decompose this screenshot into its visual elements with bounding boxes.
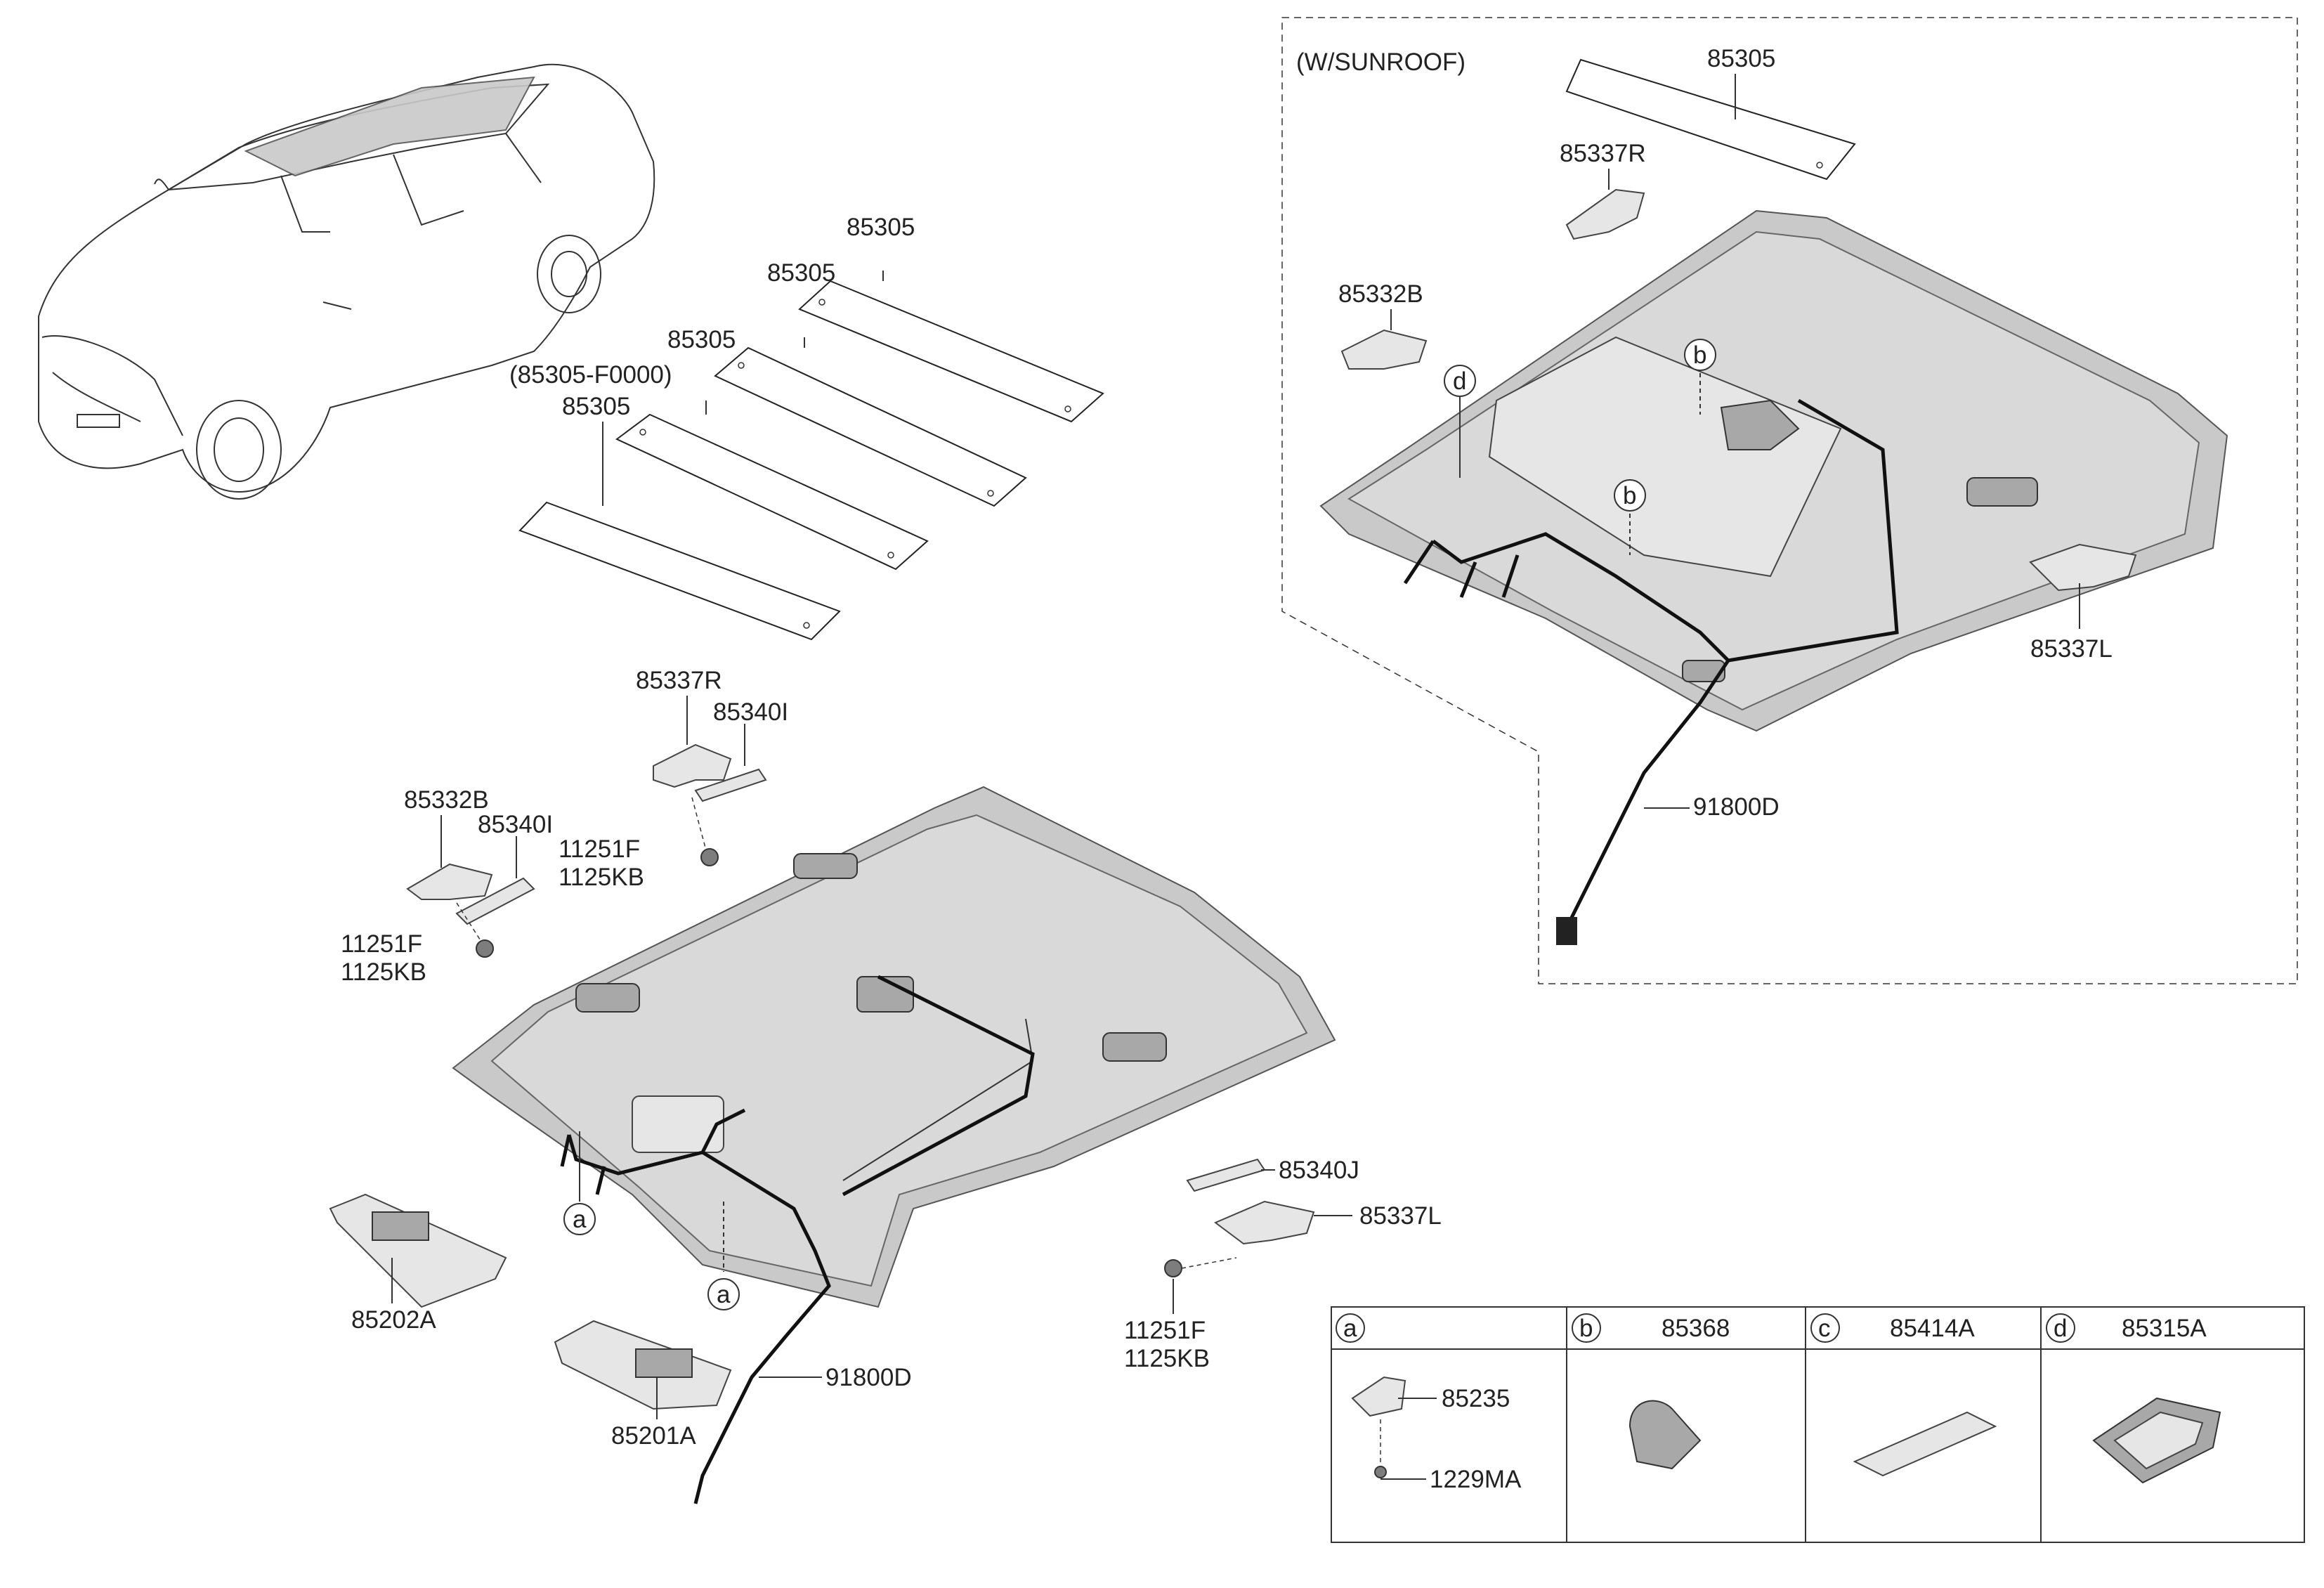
grab-handle-85340I-right <box>694 768 767 802</box>
label-sun-91800D: 91800D <box>1693 793 1780 821</box>
pad-strip-1 <box>798 280 1104 423</box>
labels: (W/SUNROOF) 85305 85337R 85332B 85337L 9… <box>341 45 2207 1493</box>
label-main-85340I-r: 85340I <box>713 698 788 726</box>
sunroof-title: (W/SUNROOF) <box>1296 48 1465 76</box>
bolt-left <box>456 902 494 958</box>
main-wire-harness <box>567 1134 831 1504</box>
label-rear-85340J: 85340J <box>1279 1157 1359 1184</box>
label-bolt-r-2: 1125KB <box>559 864 644 891</box>
label-main-91800D: 91800D <box>825 1364 912 1391</box>
sunroof-section <box>1281 17 2298 984</box>
label-rear-85337L: 85337L <box>1359 1202 1442 1230</box>
label-main-85340I-l: 85340I <box>478 811 553 838</box>
label-sun-85337R: 85337R <box>1560 140 1646 167</box>
pad-strips <box>518 271 1104 641</box>
sunroof-bracket-85332B <box>1340 329 1428 370</box>
label-pad-2: 85305 <box>767 259 835 287</box>
sun-visor-left <box>554 1320 732 1410</box>
legend-part-c: 85414A <box>1890 1315 1975 1342</box>
grab-handle-85340I-left <box>455 877 535 925</box>
legend-sub-85235: 85235 <box>1442 1385 1510 1412</box>
legend-key-b: b <box>1579 1315 1593 1342</box>
label-sun-85305: 85305 <box>1707 45 1775 72</box>
sunroof-opening <box>1488 336 1842 578</box>
legend-key-a: a <box>1343 1315 1357 1342</box>
legend-part-b: 85368 <box>1662 1315 1730 1342</box>
label-pad-1: 85305 <box>847 214 915 241</box>
marker-main-a2: a <box>717 1281 731 1308</box>
grab-handle-85340J <box>1186 1158 1266 1192</box>
circle-markers <box>563 339 2075 1343</box>
marker-sun-b2: b <box>1623 482 1636 509</box>
sun-visor-right <box>329 1193 507 1308</box>
label-bolt-r-1: 11251F <box>559 835 640 863</box>
overhead-console-opening <box>632 1095 724 1153</box>
bracket-85332B-main <box>406 863 493 900</box>
label-pad-4: 85305 <box>562 393 630 420</box>
label-bolt-l-1: 11251F <box>341 930 422 958</box>
pad-strip-4 <box>518 501 841 641</box>
label-pad-4-alt: (85305-F0000) <box>509 361 672 389</box>
label-bolt-rear-2: 1125KB <box>1124 1345 1210 1372</box>
legend-table <box>1331 1306 2305 1543</box>
sunroof-bracket-85337L <box>2029 543 2137 592</box>
label-sun-85337L: 85337L <box>2030 635 2113 663</box>
label-sun-85332B: 85332B <box>1338 280 1423 308</box>
label-main-85337R: 85337R <box>636 667 722 694</box>
legend-part-d: 85315A <box>2122 1315 2207 1342</box>
bracket-85337L-main <box>1214 1200 1315 1245</box>
bolt-right <box>691 797 719 866</box>
marker-sun-d: d <box>1453 367 1466 395</box>
marker-sun-b1: b <box>1693 341 1706 369</box>
legend-key-c: c <box>1818 1315 1831 1342</box>
label-main-85332B: 85332B <box>404 786 489 814</box>
car-illustration <box>38 63 655 500</box>
pad-strip-3 <box>615 413 929 571</box>
legend-key-d: d <box>2054 1315 2067 1342</box>
bolt-rear <box>1164 1257 1237 1277</box>
label-visor-l: 85201A <box>611 1422 696 1450</box>
label-pad-3: 85305 <box>667 326 736 353</box>
leader-lines <box>391 74 2080 1480</box>
marker-main-a1: a <box>573 1206 587 1233</box>
label-visor-r: 85202A <box>351 1306 436 1334</box>
pad-strip-2 <box>714 346 1027 507</box>
bracket-85337R-main <box>653 743 732 788</box>
label-bolt-l-2: 1125KB <box>341 958 426 986</box>
legend-sub-1229MA: 1229MA <box>1430 1466 1522 1493</box>
main-headliner <box>452 786 1336 1504</box>
sunroof-pad-strip <box>1565 58 1856 181</box>
sunroof-bracket-85337R <box>1565 188 1645 240</box>
label-bolt-rear-1: 11251F <box>1124 1317 1206 1344</box>
